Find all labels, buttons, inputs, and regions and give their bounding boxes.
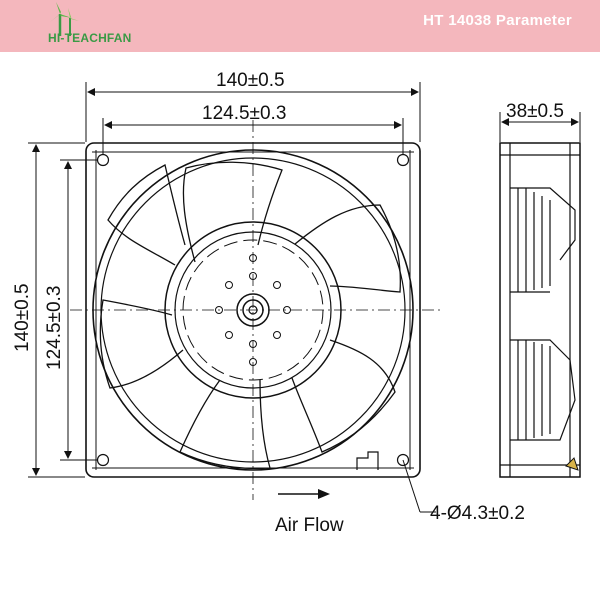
depth-dimension — [499, 112, 581, 142]
mount-hole-top-right — [396, 153, 410, 167]
mount-hole-bottom-right — [396, 453, 410, 467]
height-dimensions — [28, 142, 98, 478]
front-view — [70, 120, 440, 500]
fan-blades — [99, 161, 401, 470]
width-dimensions — [85, 82, 421, 155]
depth-label: 38±0.5 — [506, 101, 564, 122]
hole-spacing-width-label: 124.5±0.3 — [202, 103, 286, 124]
arrow-right-icon — [278, 489, 330, 499]
page-title: HT 14038 Parameter — [423, 12, 572, 29]
mounting-holes-label: 4-Ø4.3±0.2 — [430, 503, 525, 524]
wind-turbine-icon — [50, 2, 79, 36]
brand-logo: HI-TEACHFAN — [42, 2, 152, 50]
header-banner: HI-TEACHFAN HT 14038 Parameter — [0, 0, 600, 52]
mount-hole-bottom-left — [96, 453, 110, 467]
lower-fins — [510, 339, 576, 441]
frame-width-label: 140±0.5 — [216, 70, 285, 91]
mount-hole-leader — [402, 459, 436, 513]
frame-height-label: 140±0.5 — [12, 283, 33, 352]
wire-connector — [356, 451, 379, 470]
side-view — [499, 142, 581, 478]
upper-fins — [510, 187, 576, 293]
logo-text: HI-TEACHFAN — [48, 31, 132, 45]
air-flow-label: Air Flow — [275, 515, 344, 536]
side-connector — [565, 457, 579, 471]
side-frame — [499, 142, 581, 478]
hole-spacing-height-label: 124.5±0.3 — [44, 286, 65, 370]
mount-hole-top-left — [96, 153, 110, 167]
